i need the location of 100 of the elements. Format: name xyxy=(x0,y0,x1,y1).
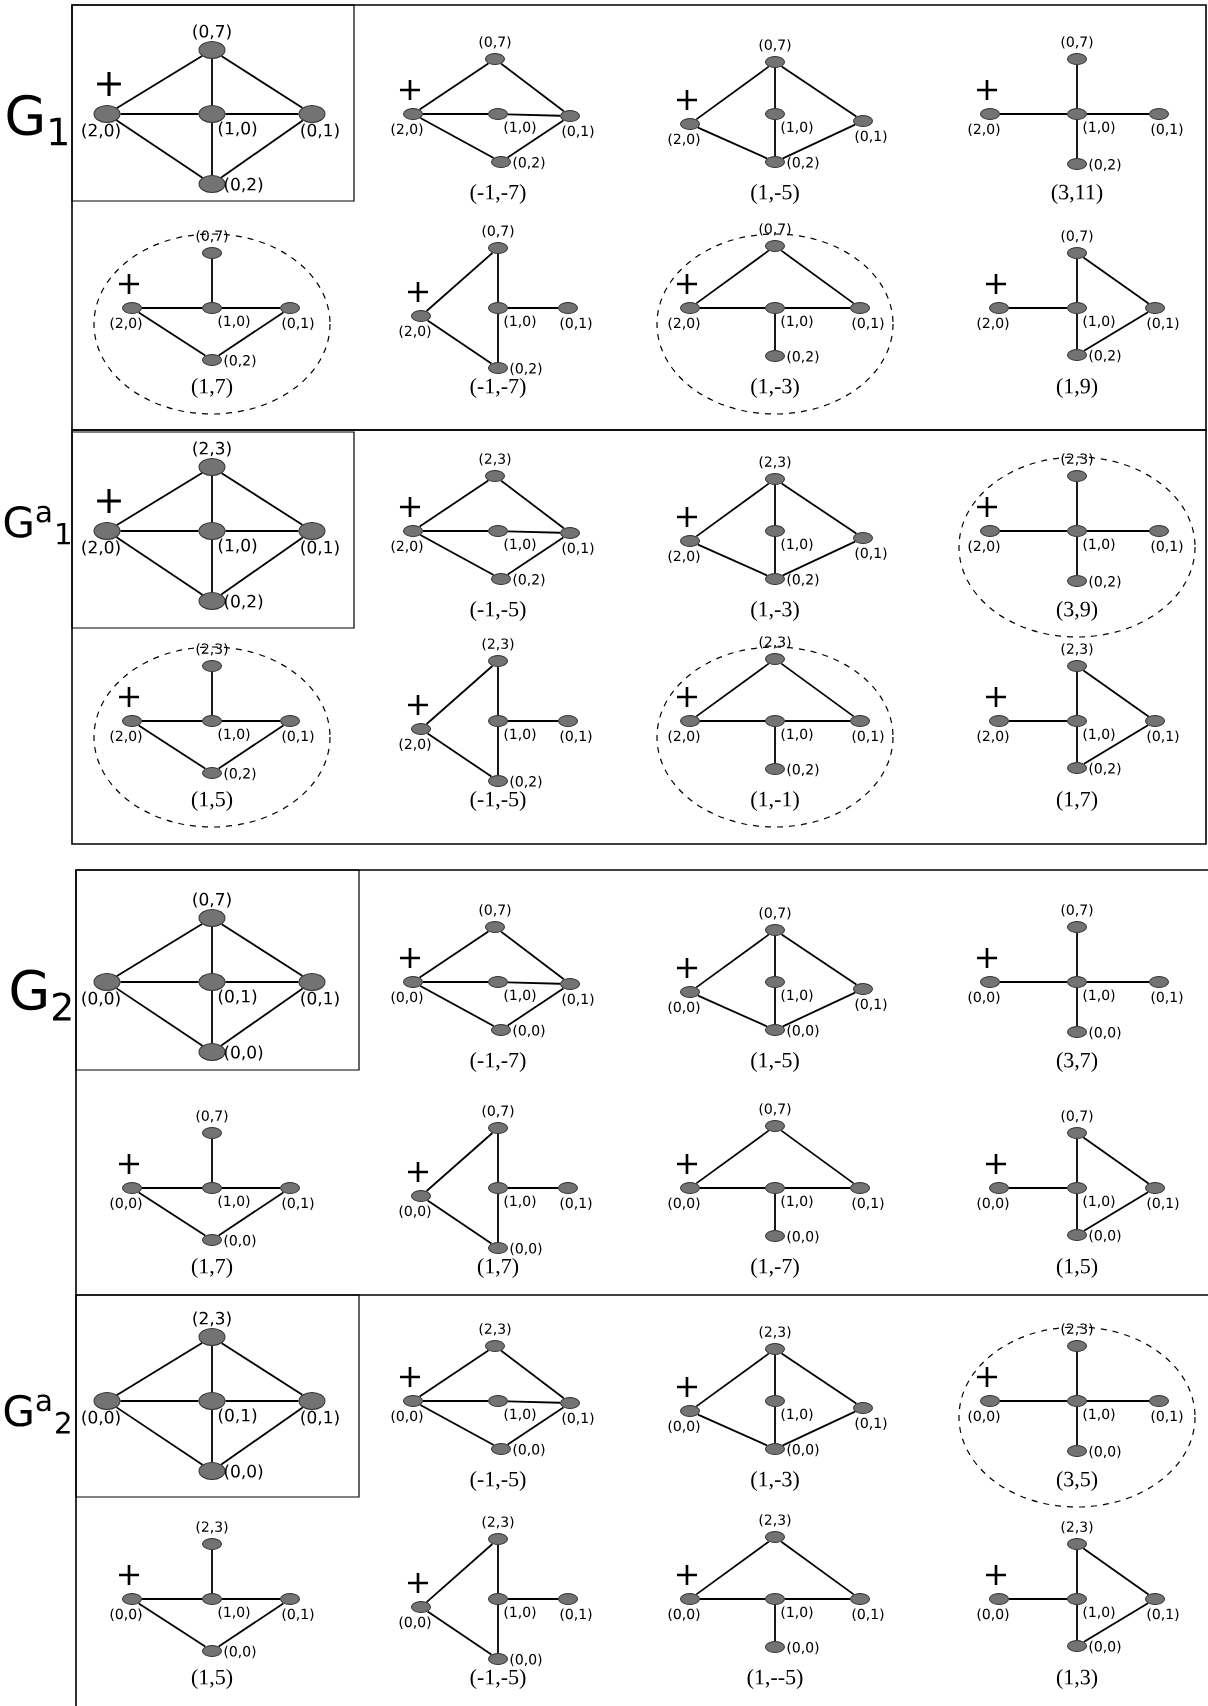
plus-sign: + xyxy=(677,687,698,708)
edge-line xyxy=(497,313,499,363)
vertex-label: (1,0) xyxy=(1083,315,1115,328)
edge-line xyxy=(1082,1547,1150,1596)
edge-line xyxy=(774,1604,776,1642)
vertex-label: (0,7) xyxy=(479,36,511,49)
edge-line xyxy=(220,55,304,109)
edge-line xyxy=(1083,1191,1149,1232)
vertex-label: (2,0) xyxy=(391,540,423,553)
edge-line xyxy=(211,1138,213,1183)
vertex-label: (0,1) xyxy=(560,1608,592,1621)
edge-line xyxy=(780,482,858,535)
edge-line xyxy=(426,1199,493,1245)
edge-line xyxy=(211,122,213,176)
vertex-label: (0,0) xyxy=(977,1197,1009,1210)
vertex-label: (0,2) xyxy=(1089,575,1121,589)
vertex-label: (0,1) xyxy=(1151,540,1183,553)
vertex-label: (0,0) xyxy=(968,991,1000,1004)
vertex-label: (0,7) xyxy=(1061,230,1093,243)
plus-sign: + xyxy=(677,90,698,111)
vertex-label: (0,0) xyxy=(110,1197,142,1210)
vertex-label: (0,1) xyxy=(560,317,592,330)
edge-line xyxy=(211,475,213,523)
vertex-label: (0,1) xyxy=(852,1608,884,1621)
vertex-label: (2,0) xyxy=(399,325,431,338)
plus-sign: + xyxy=(119,1565,140,1586)
vertex-label: (1,0) xyxy=(504,315,536,328)
vertex-label: (0,1) xyxy=(1151,991,1183,1004)
edge-line xyxy=(1076,1138,1078,1183)
edge-line xyxy=(1008,720,1068,722)
vertex-label: (1,0) xyxy=(781,989,813,1002)
plus-sign: + xyxy=(986,687,1007,708)
edge-line xyxy=(507,113,561,117)
edge-line xyxy=(506,987,565,1027)
vertex-label: (1,0) xyxy=(218,315,250,328)
edge-line xyxy=(220,472,304,526)
vertex-label: (1,0) xyxy=(504,728,536,741)
vertex-label: (0,0) xyxy=(668,1420,700,1433)
edge-line xyxy=(211,539,213,593)
plus-sign: + xyxy=(408,695,429,716)
vertex-label: (1,0) xyxy=(781,121,813,134)
vertex-label: (0,1) xyxy=(1151,123,1183,136)
edge-line xyxy=(497,1604,499,1654)
edge-line xyxy=(115,987,204,1047)
edge-line xyxy=(699,307,766,309)
edge-line xyxy=(137,311,207,357)
vertex-label: (0,7) xyxy=(196,230,228,243)
vertex-label: (0,0) xyxy=(82,1410,120,1426)
edge-line xyxy=(1082,1136,1150,1185)
edge-line xyxy=(780,1129,855,1185)
edge-line xyxy=(211,926,213,974)
plus-sign: + xyxy=(977,1367,998,1388)
edge-line xyxy=(506,119,565,159)
edge-line xyxy=(224,981,300,983)
edge-line xyxy=(1008,307,1068,309)
vertex-label: (2,3) xyxy=(196,643,228,656)
vertex-label: (0,1) xyxy=(301,540,339,556)
graph-caption: (1,-7) xyxy=(751,1258,799,1278)
graph-caption: (3,11) xyxy=(1051,184,1103,204)
vertex-label: (1,0) xyxy=(504,989,536,1002)
vertex-label: (0,2) xyxy=(513,156,545,170)
edge-line xyxy=(425,665,494,725)
edge-line xyxy=(1086,530,1150,532)
vertex-label: (1,0) xyxy=(218,1606,250,1619)
vertex-label: (0,1) xyxy=(1151,1410,1183,1423)
graph-caption: (1,-3) xyxy=(751,601,799,621)
vertex-label: (2,0) xyxy=(968,540,1000,553)
vertex-label: (2,3) xyxy=(479,453,511,466)
vertex-label: (1,0) xyxy=(218,1195,250,1208)
plus-sign: + xyxy=(986,1565,1007,1586)
vertex-label: (1,0) xyxy=(1083,121,1115,134)
vertex-label: (0,7) xyxy=(479,904,511,917)
edge-line xyxy=(497,1193,499,1243)
edge-line xyxy=(774,987,776,1025)
edge-line xyxy=(221,1598,281,1600)
edge-line xyxy=(497,253,499,303)
vertex-label: (1,0) xyxy=(504,1408,536,1421)
vertex-label: (0,2) xyxy=(787,350,819,364)
vertex-label: (0,1) xyxy=(218,989,257,1005)
edge-line xyxy=(116,55,203,109)
vertex-label: (0,1) xyxy=(282,1197,314,1210)
graph-caption: (-1,-7) xyxy=(470,184,526,204)
edge-line xyxy=(1076,481,1078,526)
edge-line xyxy=(1082,256,1150,305)
edge-line xyxy=(500,930,565,981)
edge-line xyxy=(220,923,304,977)
edge-line xyxy=(211,58,213,106)
edge-line xyxy=(220,1342,304,1396)
vertex-label: (0,0) xyxy=(668,1001,700,1014)
edge-line xyxy=(782,991,856,1028)
plus-sign: + xyxy=(677,274,698,295)
vertex-label: (0,1) xyxy=(282,1608,314,1621)
edge-line xyxy=(119,981,200,983)
vertex-label: (0,0) xyxy=(391,991,423,1004)
edge-line xyxy=(224,113,300,115)
edge-line xyxy=(697,994,768,1028)
vertex-label: (0,2) xyxy=(224,767,256,781)
edge-line xyxy=(217,311,285,357)
graph-caption: (3,9) xyxy=(1056,601,1098,621)
edge-line xyxy=(141,720,203,722)
